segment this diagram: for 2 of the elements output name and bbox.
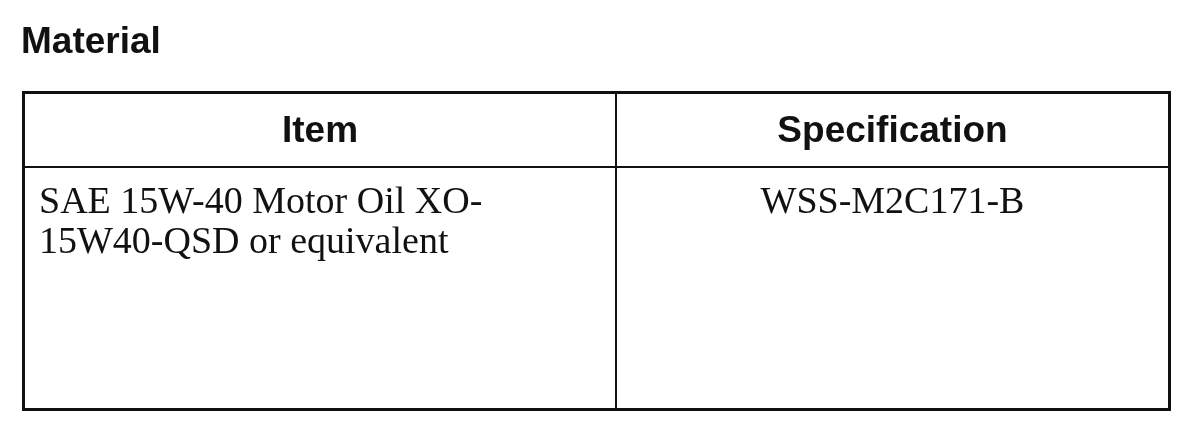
column-header: Item	[23, 92, 616, 167]
table-title: Material	[21, 20, 161, 62]
